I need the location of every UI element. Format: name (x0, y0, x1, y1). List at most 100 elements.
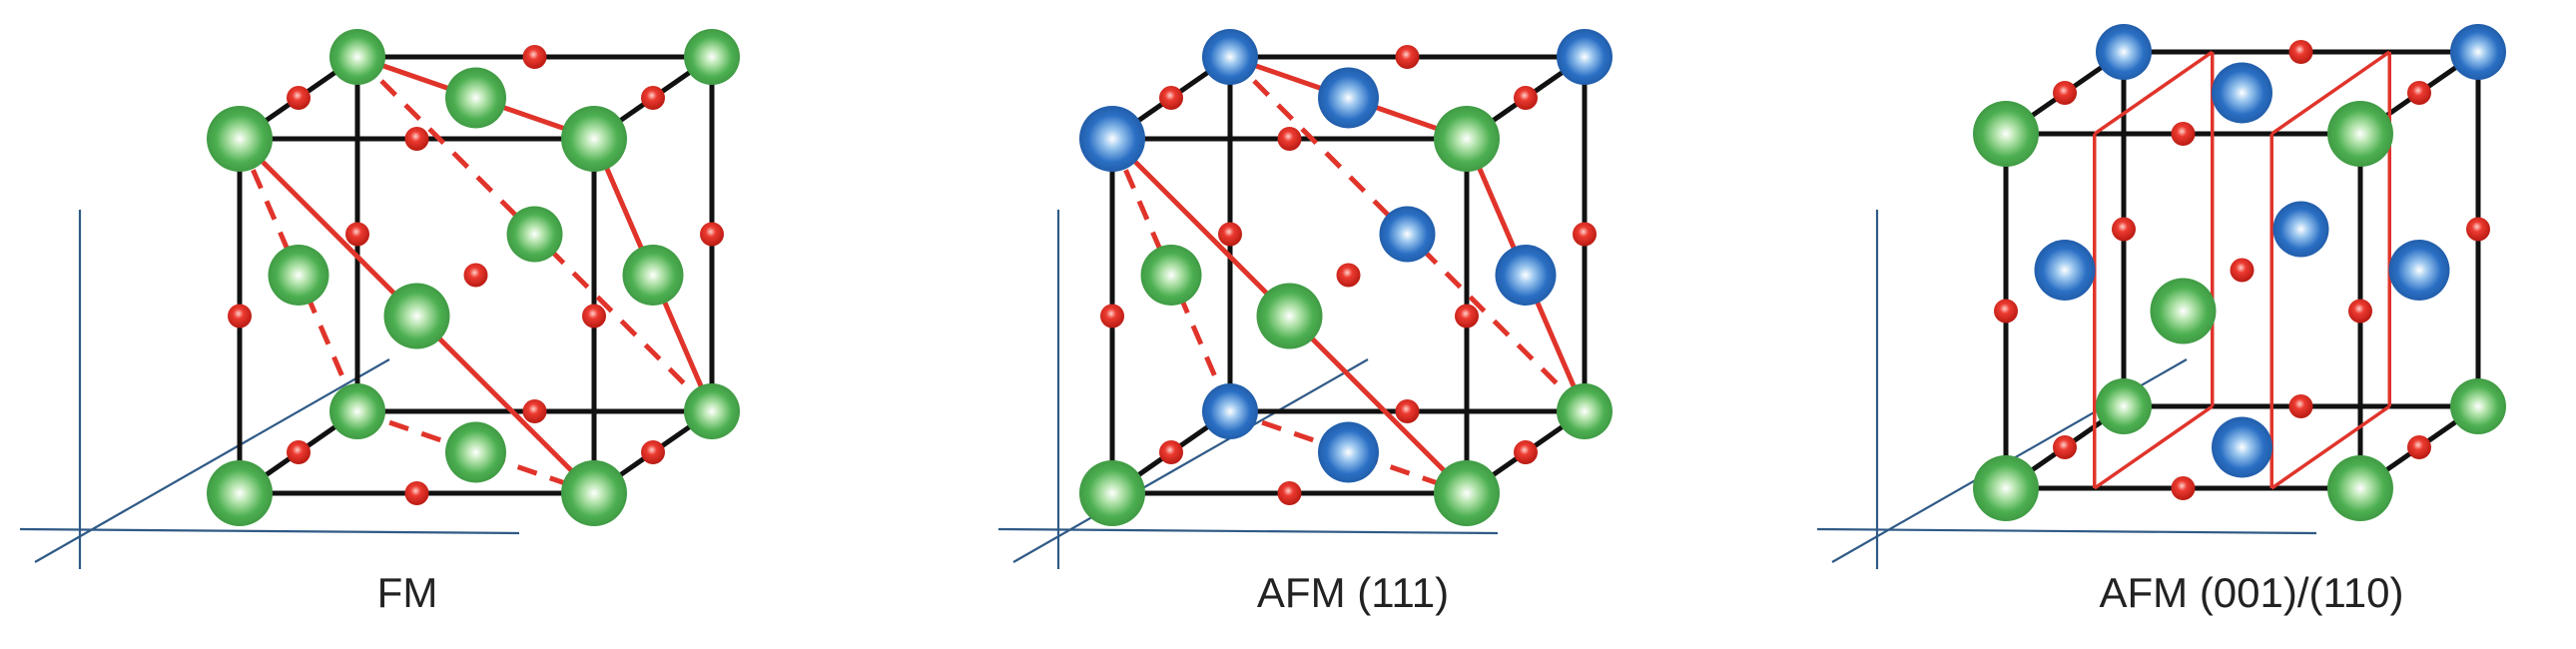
spin-up-atom (684, 29, 740, 85)
oxygen-atom (2407, 81, 2431, 105)
oxygen-atom (2171, 476, 2196, 500)
spin-up-atom (561, 460, 627, 526)
oxygen-atom (2348, 299, 2372, 324)
spin-up-atom (2327, 101, 2393, 167)
spin-down-atom (2212, 62, 2272, 124)
plane-111-lower-edge (356, 408, 595, 496)
oxygen-atom (1455, 304, 1479, 328)
atoms (1973, 24, 2506, 521)
spin-down-atom (1379, 206, 1436, 263)
plane-001-edge (2270, 50, 2391, 136)
atoms (1079, 29, 1612, 526)
oxygen-atom (2466, 217, 2490, 242)
spin-down-atom (1079, 106, 1145, 172)
spin-down-atom (2212, 416, 2272, 478)
spin-up-atom (1140, 245, 1202, 306)
oxygen-atom (1514, 86, 1538, 110)
spin-up-atom (1557, 383, 1612, 439)
spin-down-atom (1202, 29, 1258, 85)
oxygen-atom (287, 86, 311, 110)
oxygen-atom (1573, 222, 1597, 247)
oxygen-atom (463, 263, 488, 288)
spin-up-atom (2096, 378, 2152, 434)
oxygen-atom (2053, 435, 2077, 459)
panel-afm-001-110 (1816, 24, 2506, 569)
coordinate-axes (19, 210, 520, 569)
oxygen-atom (522, 399, 547, 423)
panel-afm-111 (997, 29, 1612, 569)
coordinate-axes (997, 210, 1499, 569)
axis-horizontal (19, 527, 520, 535)
spin-up-atom (207, 460, 273, 526)
spin-planes-001 (2093, 50, 2391, 490)
oxygen-atom (522, 45, 547, 69)
oxygen-atom (1277, 481, 1302, 505)
oxygen-atom (2230, 258, 2254, 283)
oxygen-atom (1395, 45, 1420, 69)
axis-diagonal (1012, 358, 1369, 563)
spin-up-atom (622, 245, 684, 306)
spin-up-atom (2450, 378, 2506, 434)
spin-up-atom (445, 67, 506, 129)
oxygen-atom (1336, 263, 1361, 288)
oxygen-atom (582, 304, 606, 328)
spin-up-atom (1079, 460, 1145, 526)
spin-down-atom (2272, 201, 2329, 258)
oxygen-atom (2407, 435, 2431, 459)
spin-down-atom (1318, 421, 1379, 483)
plane-001-edge (2093, 50, 2214, 136)
spin-up-atom (2150, 278, 2217, 344)
oxygen-atom (1100, 304, 1124, 328)
oxygen-atom (1277, 127, 1302, 151)
oxygen-atom (1395, 399, 1420, 423)
spin-down-atom (1495, 245, 1557, 306)
spin-up-atom (684, 383, 740, 439)
spin-down-atom (2096, 24, 2152, 80)
axis-horizontal (997, 527, 1499, 535)
oxygen-atom (1514, 440, 1538, 464)
oxygen-atom (404, 481, 429, 505)
oxygen-atom (2288, 394, 2313, 418)
panel-fm (19, 29, 740, 569)
spin-up-atom (268, 245, 329, 306)
oxygen-atom (2171, 122, 2196, 146)
oxygen-atom (700, 222, 724, 247)
oxygen-atom (1218, 222, 1242, 247)
spin-up-atom (383, 283, 450, 349)
oxygen-atom (345, 222, 369, 247)
spin-down-atom (1202, 383, 1258, 439)
spin-down-atom (2034, 240, 2096, 301)
panel-label-fm: FM (377, 569, 438, 616)
oxygen-atom (1994, 299, 2018, 324)
panel-label-afm-111: AFM (111) (1257, 569, 1449, 616)
spin-up-atom (1973, 455, 2039, 521)
plane-001-edge (2270, 404, 2391, 490)
oxygen-atom (1159, 440, 1183, 464)
oxygen-atom (641, 86, 665, 110)
axis-diagonal (34, 358, 390, 563)
plane-111-lower-edge (1229, 408, 1468, 496)
oxygen-atom (2288, 40, 2313, 64)
spin-down-atom (1318, 67, 1379, 129)
oxygen-atom (2112, 217, 2136, 242)
spin-down-atom (2388, 240, 2450, 301)
spin-up-atom (1973, 101, 2039, 167)
plane-001-edge (2093, 404, 2214, 490)
spin-up-atom (1256, 283, 1323, 349)
spin-up-atom (445, 421, 506, 483)
spin-down-atom (1557, 29, 1612, 85)
axis-horizontal (1816, 527, 2317, 535)
atoms (207, 29, 740, 526)
spin-up-atom (506, 206, 563, 263)
spin-up-atom (329, 29, 385, 85)
panel-label-afm-001-110: AFM (001)/(110) (2100, 569, 2404, 616)
spin-up-atom (1434, 460, 1500, 526)
oxygen-atom (228, 304, 252, 328)
spin-up-atom (2327, 455, 2393, 521)
oxygen-atom (287, 440, 311, 464)
oxygen-atom (1159, 86, 1183, 110)
spin-up-atom (207, 106, 273, 172)
spin-up-atom (561, 106, 627, 172)
spin-down-atom (2450, 24, 2506, 80)
